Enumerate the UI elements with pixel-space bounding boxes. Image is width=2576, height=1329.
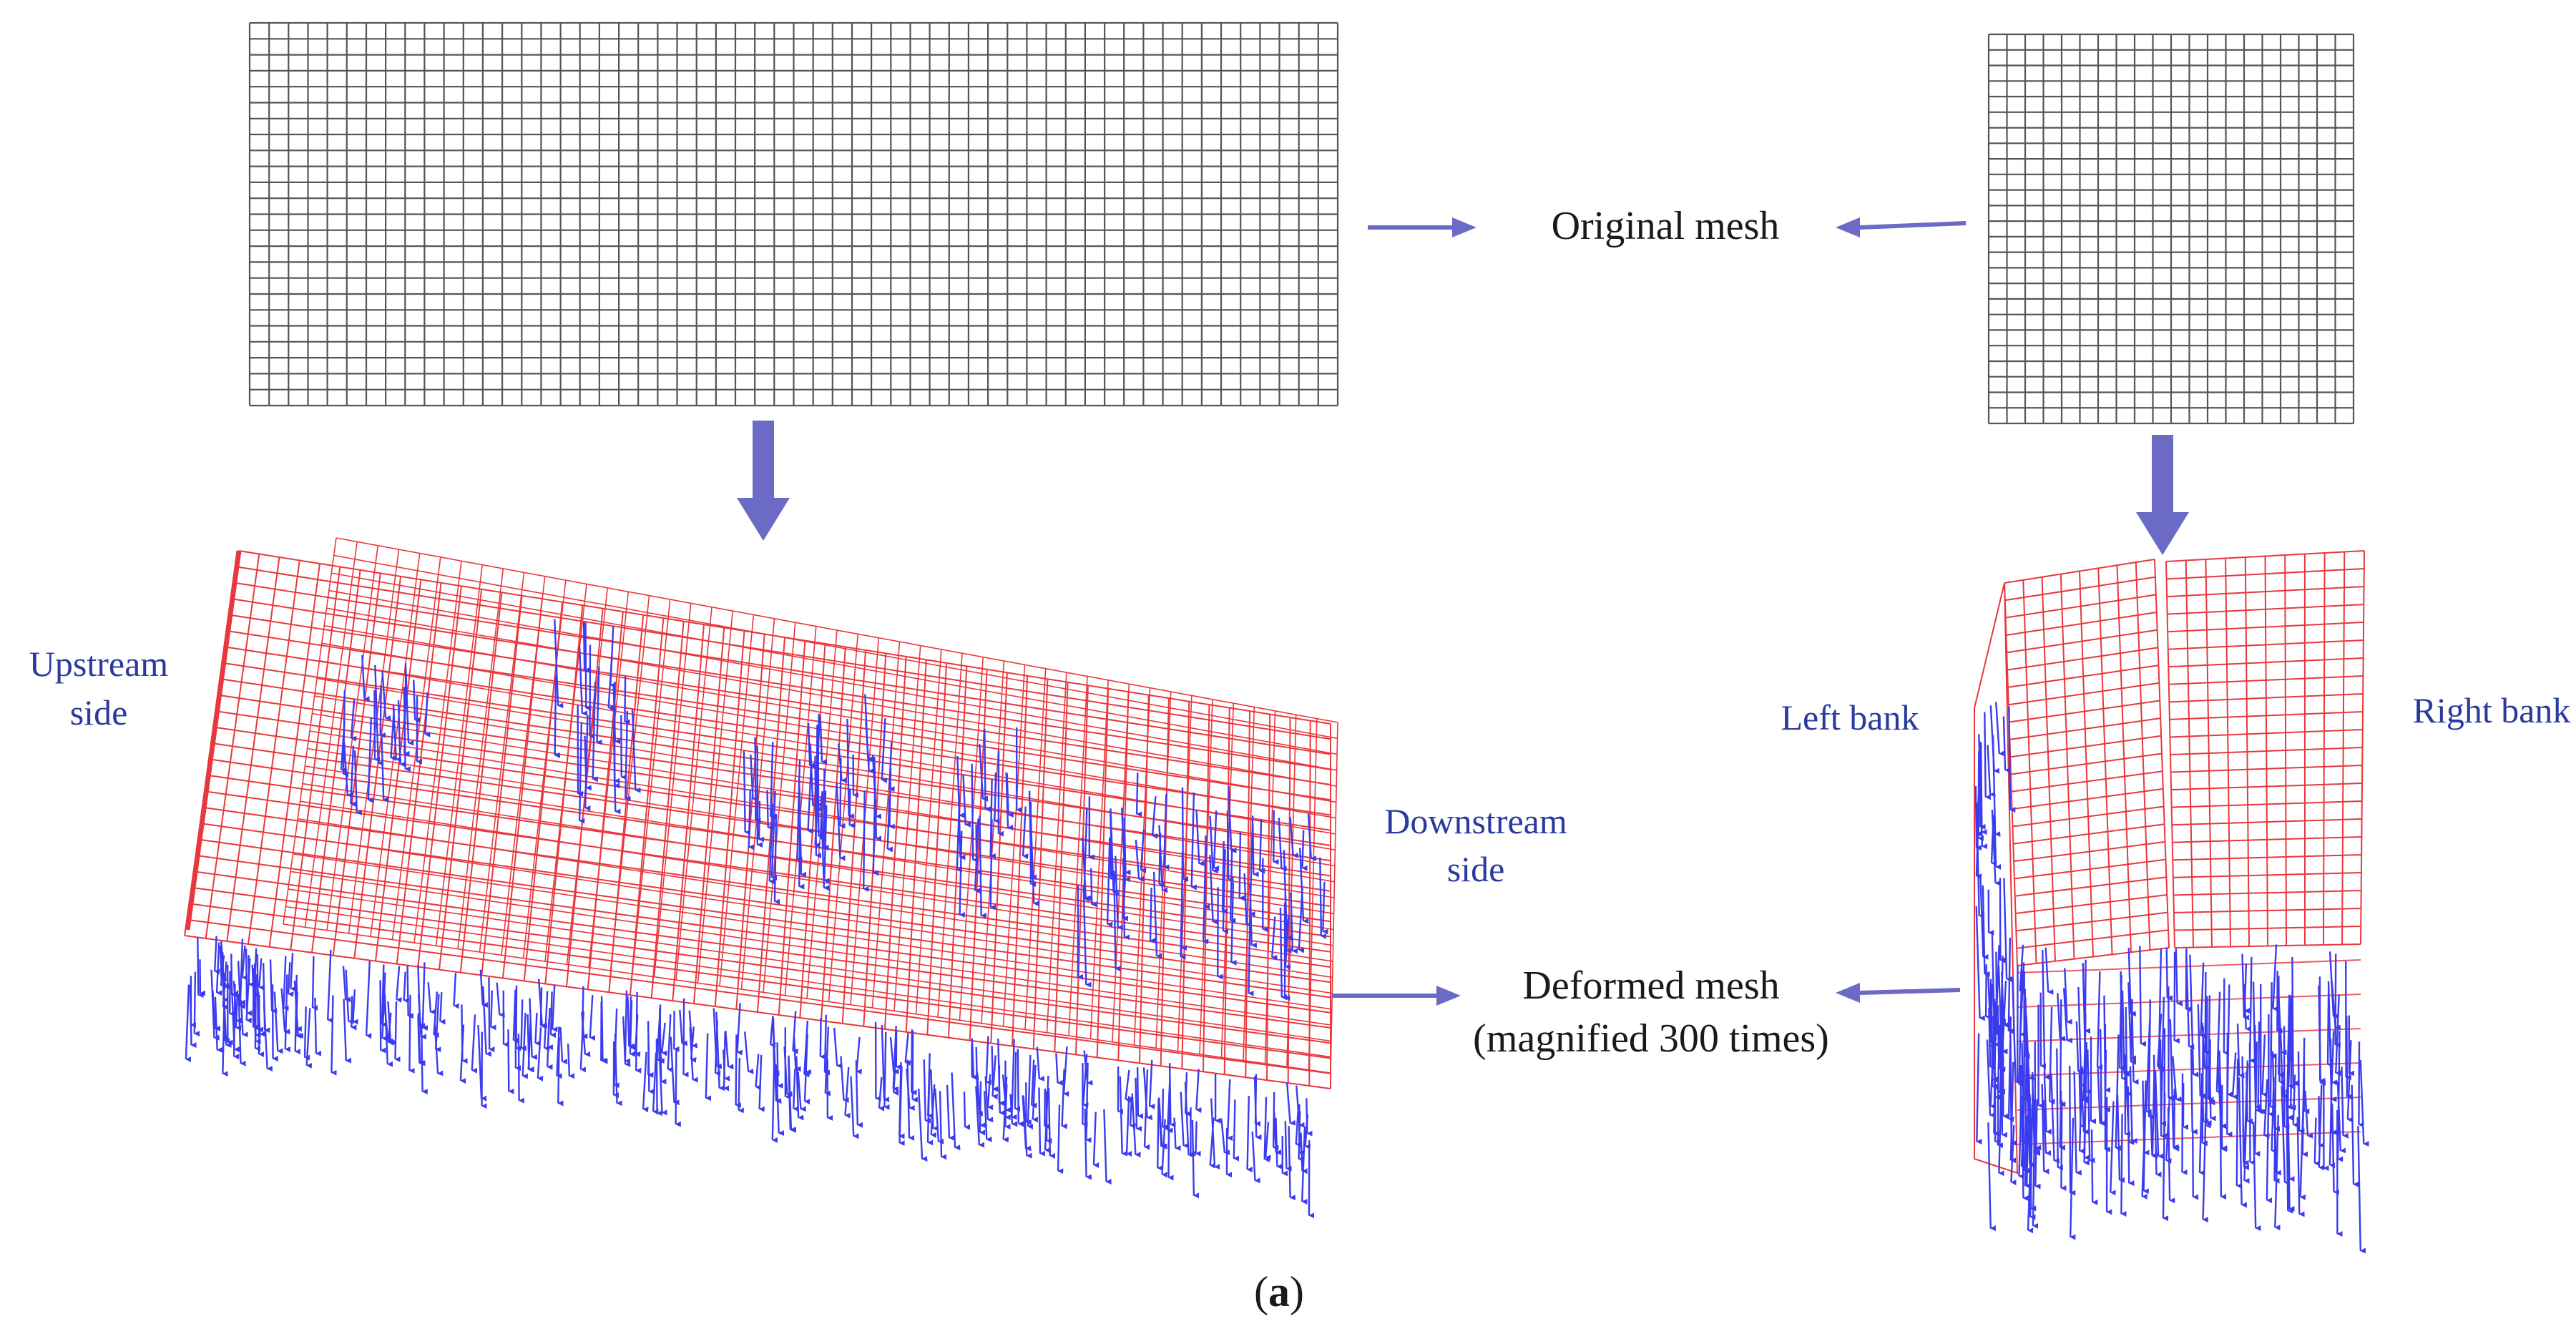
downstream-side-label-line2: side [1447, 849, 1505, 889]
caption-letter: a [1268, 1268, 1290, 1315]
deformed-mesh-dam-elevation [184, 537, 1338, 1089]
down-arrow-left [737, 421, 790, 541]
original-mesh-label: Original mesh [1552, 204, 1780, 248]
upstream-side-label: Upstream [29, 644, 168, 684]
downstream-side-label: Downstream [1384, 801, 1567, 841]
pointer-arrow-deformed-right [1836, 983, 1961, 1003]
deformed-mesh-magnification-label: (magnified 300 times) [1473, 1016, 1829, 1061]
original-mesh-cross-section [1987, 33, 2355, 425]
displacement-vectors-right [1974, 702, 2369, 1254]
caption-open-paren: ( [1254, 1268, 1268, 1315]
pointer-arrow-original-left [1368, 217, 1476, 237]
left-bank-label: Left bank [1781, 697, 1919, 737]
original-mesh-dam-elevation [248, 21, 1339, 407]
pointer-arrow-deformed-left [1332, 986, 1461, 1006]
displacement-vectors-left [185, 619, 1328, 1219]
caption-close-paren: ) [1290, 1268, 1304, 1315]
figure-caption: (a) [1254, 1268, 1304, 1315]
upstream-side-label-line2: side [70, 692, 128, 732]
pointer-arrow-original-right [1836, 217, 1967, 237]
deformed-mesh-label: Deformed mesh [1522, 963, 1779, 1008]
down-arrow-right [2136, 435, 2189, 555]
right-bank-label: Right bank [2413, 690, 2571, 730]
